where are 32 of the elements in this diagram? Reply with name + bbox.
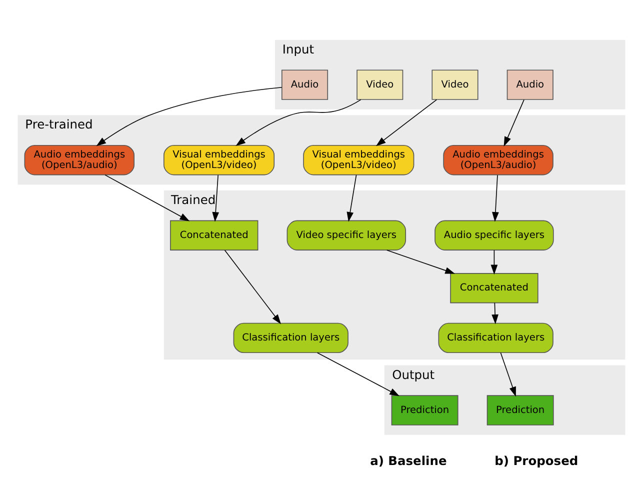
node-box: Audio	[282, 70, 328, 100]
node-box: Prediction	[391, 395, 458, 426]
arrow	[386, 250, 456, 274]
node-box: Video specific layers	[286, 220, 406, 250]
arrow	[490, 250, 498, 275]
node-box: Video	[432, 70, 478, 100]
node-box: Concatenated	[450, 273, 538, 304]
node-box: Prediction	[486, 395, 554, 426]
arrow	[316, 352, 400, 396]
node-box: Audio	[506, 70, 554, 100]
node-box: Concatenated	[170, 220, 258, 250]
label: a) Baseline	[370, 454, 447, 468]
arrow	[504, 99, 524, 146]
node-box: Video	[356, 70, 404, 100]
arrow	[104, 174, 190, 222]
label: b) Proposed	[494, 454, 578, 468]
node-box: Visual embeddings (OpenL3/video)	[303, 145, 414, 176]
arrow	[492, 174, 499, 222]
arrow	[212, 174, 220, 222]
arrow	[500, 352, 516, 397]
node-box: Classification layers	[233, 322, 348, 354]
arrow	[224, 250, 282, 324]
node-box: Visual embeddings (OpenL3/video)	[164, 145, 275, 176]
node-box: Audio specific layers	[434, 220, 554, 250]
arrow	[492, 302, 498, 324]
node-box: Classification layers	[438, 322, 554, 354]
arrow	[346, 174, 357, 222]
arrow	[376, 99, 438, 146]
node-box: Audio embeddings (OpenL3/audio)	[443, 145, 554, 176]
arrow	[236, 99, 362, 146]
arrow	[96, 86, 282, 146]
node-box: Audio embeddings (OpenL3/audio)	[24, 145, 135, 176]
